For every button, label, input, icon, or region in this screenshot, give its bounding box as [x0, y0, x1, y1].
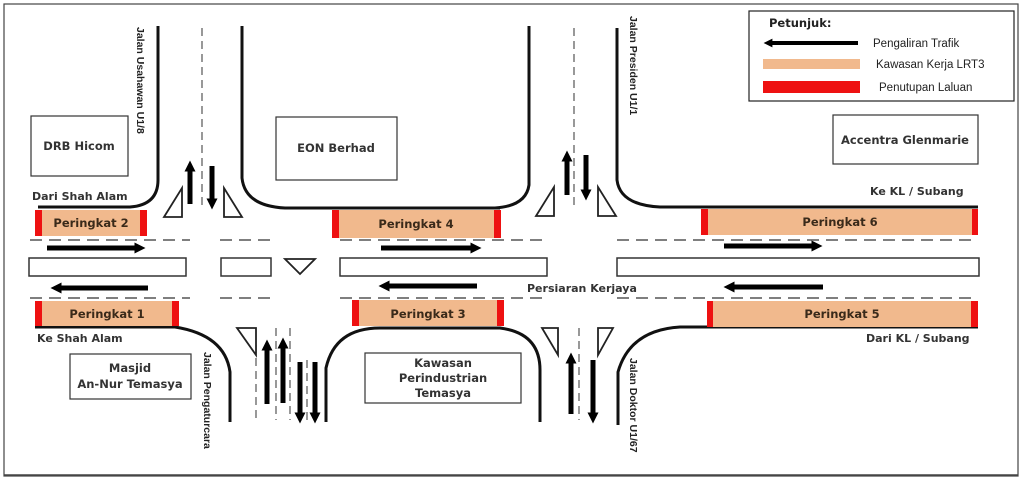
building-accentra-glenmarie: Accentra Glenmarie	[832, 114, 979, 165]
direction-label-ke-kl-subang: Ke KL / Subang	[870, 185, 964, 198]
legend-closure-swatch	[763, 81, 860, 93]
legend-label-work-zone: Kawasan Kerja LRT3	[876, 59, 984, 71]
road-closure-marker	[35, 210, 42, 236]
work-zone-label: Peringkat 4	[378, 217, 453, 231]
street-label-presiden: Jalan Presiden U1/1	[627, 16, 639, 115]
building-label-line2: Perindustrian	[399, 371, 487, 385]
median-east	[616, 257, 980, 277]
road-closure-marker	[971, 301, 978, 327]
road-curbs	[35, 26, 978, 425]
medians	[28, 257, 980, 277]
building-label-line1: Masjid	[109, 361, 151, 375]
road-closure-marker	[494, 210, 501, 238]
road-closure-marker	[972, 209, 978, 235]
legend-work-zone-swatch	[763, 59, 860, 69]
work-zone-fill	[332, 210, 501, 238]
work-zone-label: Peringkat 6	[802, 215, 877, 229]
direction-label-dari-kl-subang: Dari KL / Subang	[866, 332, 970, 345]
building-box	[69, 353, 192, 400]
work-zone-4: Peringkat 4	[332, 210, 501, 238]
direction-label-ke-shah-alam: Ke Shah Alam	[37, 332, 123, 345]
work-zone-fill	[707, 301, 978, 327]
building-box	[275, 116, 398, 181]
building-label-line2: An-Nur Temasya	[77, 377, 182, 391]
building-drb-hicom: DRB Hicom	[30, 115, 129, 177]
building-box	[832, 114, 979, 165]
building-label-line3: Temasya	[415, 386, 471, 400]
building-eon-berhad: EON Berhad	[275, 116, 398, 181]
curb-eon-right	[494, 26, 531, 210]
building-masjid-an-nur: Masjid An-Nur Temasya	[69, 353, 192, 400]
road-closure-marker	[707, 301, 713, 327]
traffic-flow-arrows	[47, 150, 823, 424]
work-zone-label: Peringkat 2	[53, 216, 128, 230]
diagram-frame	[3, 3, 1019, 477]
curb-ne	[615, 28, 978, 209]
work-zone-2: Peringkat 2	[35, 210, 147, 236]
street-label-doktor: Jalan Doktor U1/67	[627, 358, 639, 453]
work-zone-label: Peringkat 5	[804, 307, 879, 321]
road-closure-marker	[701, 209, 708, 235]
legend-title: Petunjuk:	[769, 16, 831, 30]
building-kawasan-perindustrian: Kawasan Perindustrian Temasya	[364, 352, 522, 404]
island-triangle	[534, 183, 555, 217]
road-closure-marker	[35, 301, 42, 326]
work-zone-5: Peringkat 5	[707, 301, 978, 327]
curb-se	[616, 325, 978, 425]
island-triangle	[597, 183, 618, 217]
building-label: DRB Hicom	[43, 139, 114, 153]
road-closure-marker	[140, 210, 147, 236]
building-label: EON Berhad	[297, 141, 375, 155]
island-triangle	[282, 258, 318, 276]
street-label-usahawan: Jalan Usahawan U1/8	[134, 27, 146, 134]
road-closure-marker	[332, 210, 339, 238]
lane-markings	[30, 28, 978, 420]
building-box	[364, 352, 522, 404]
building-label-line1: Kawasan	[414, 356, 472, 370]
road-closure-marker	[352, 300, 359, 326]
median-center	[339, 257, 548, 277]
work-zone-6: Peringkat 6	[701, 209, 978, 235]
legend: Petunjuk: Pengaliran Trafik Kawasan Kerj…	[748, 10, 1015, 102]
legend-label-traffic-flow: Pengaliran Trafik	[873, 38, 960, 50]
building-label: Accentra Glenmarie	[841, 133, 969, 147]
island-triangle	[235, 327, 257, 358]
island-triangle	[597, 327, 615, 359]
work-zone-label: Peringkat 1	[69, 307, 144, 321]
traffic-islands	[162, 183, 618, 359]
curb-nw	[38, 26, 160, 209]
work-zone-fill	[35, 301, 179, 326]
curb-kawasan	[324, 326, 542, 422]
curb-sw	[35, 325, 232, 422]
work-zone-1: Peringkat 1	[35, 301, 179, 326]
building-box	[30, 115, 129, 177]
curb-eon-left	[240, 26, 500, 210]
direction-label-dari-shah-alam: Dari Shah Alam	[32, 190, 128, 203]
median-center-small	[220, 257, 272, 277]
street-label-pengaturcara: Jalan Pengaturcara	[201, 352, 213, 449]
road-closure-marker	[497, 300, 504, 326]
work-zone-3: Peringkat 3	[352, 300, 504, 326]
work-zone-label: Peringkat 3	[390, 307, 465, 321]
road-closure-marker	[172, 301, 179, 326]
island-triangle	[223, 184, 244, 218]
work-zone-fill	[352, 300, 504, 326]
island-triangle	[162, 184, 183, 218]
work-zone-fill	[35, 210, 147, 236]
island-triangle	[540, 327, 559, 359]
street-label-main-road: Persiaran Kerjaya	[527, 282, 637, 295]
work-zone-fill	[701, 209, 978, 235]
median-west	[28, 257, 187, 277]
legend-label-road-closure: Penutupan Laluan	[879, 82, 972, 94]
